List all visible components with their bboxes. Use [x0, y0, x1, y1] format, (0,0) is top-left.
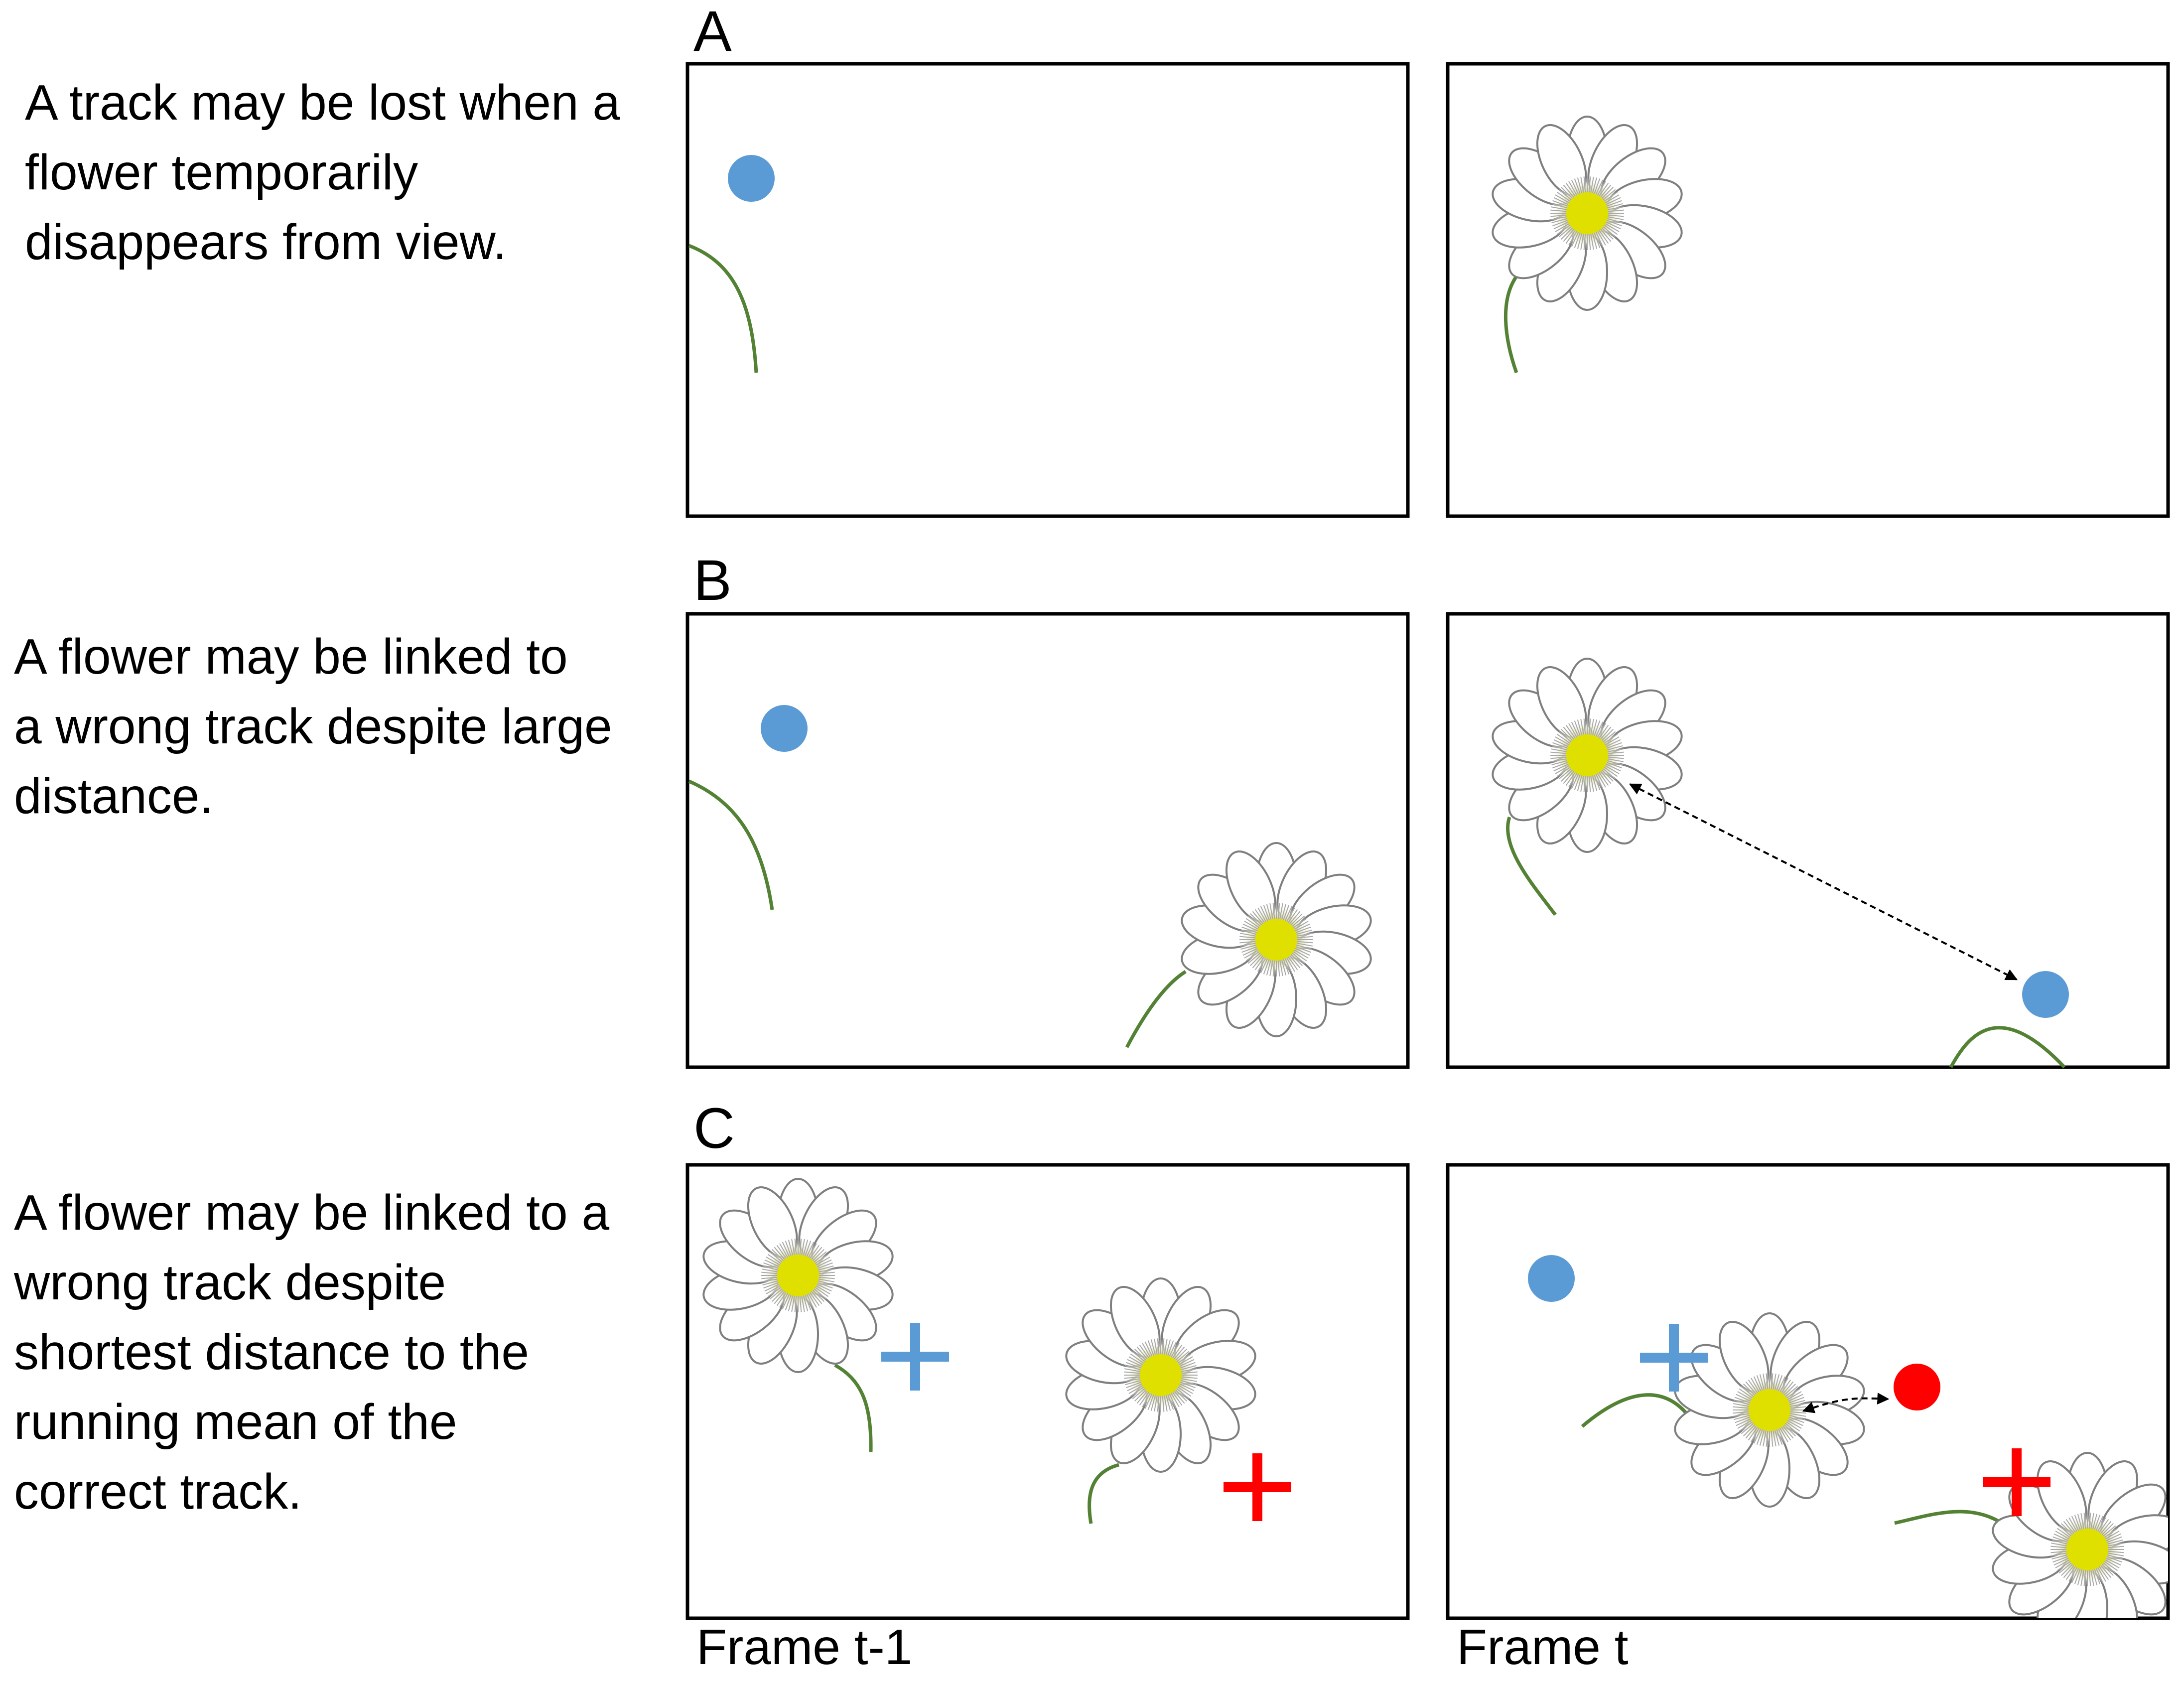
- row-c-desc-line1: A flower may be linked to a: [14, 1185, 609, 1241]
- stem: [1125, 970, 1187, 1048]
- frame-b-t-minus-1: [685, 612, 1410, 1069]
- track-marker-dot-blue: [2022, 971, 2069, 1018]
- frame-a-t: [1446, 62, 2170, 518]
- running-mean-cross-red: [1224, 1453, 1291, 1521]
- frame-b-t: [1446, 612, 2170, 1069]
- frame-a-t-minus-1: [685, 62, 1410, 518]
- track-marker-dot-blue: [728, 155, 775, 202]
- row-b-labels: B A flower may be linked to a wrong trac…: [14, 549, 732, 824]
- row-a-desc-line1: A track may be lost when a: [25, 75, 620, 131]
- stem: [1503, 274, 1519, 374]
- row-c-desc-line3: shortest distance to the: [14, 1324, 529, 1380]
- flowers: [698, 116, 2168, 1618]
- stem: [834, 1363, 873, 1452]
- panel-letter-c: C: [693, 1097, 735, 1160]
- distance-arrows: [1629, 783, 2018, 1413]
- row-a-labels: A A track may be lost when a flower temp…: [25, 0, 732, 270]
- track-marker-dot-red: [1894, 1364, 1940, 1410]
- running-mean-crosses: [881, 1323, 2050, 1521]
- stems: [688, 244, 2066, 1530]
- stem: [1505, 816, 1557, 916]
- panel-letter-a: A: [693, 0, 732, 63]
- stem: [1894, 1510, 2011, 1530]
- frame-c-t: [1446, 1163, 2170, 1620]
- row-c-desc-line4: running mean of the: [14, 1394, 457, 1450]
- flower: [1176, 842, 1376, 1037]
- stem: [1949, 1026, 2066, 1069]
- distance-arrow: [1802, 1393, 1890, 1413]
- running-mean-cross-blue: [881, 1323, 949, 1391]
- running-mean-cross-red: [1983, 1448, 2050, 1516]
- row-b-desc-line1: A flower may be linked to: [14, 629, 568, 685]
- frame-label-t-minus-1: Frame t-1: [696, 1619, 912, 1675]
- flower: [698, 1178, 898, 1373]
- flower: [1487, 658, 1687, 853]
- track-marker-dot-blue: [1528, 1255, 1575, 1302]
- frame-label-t: Frame t: [1457, 1619, 1629, 1675]
- stem: [1088, 1463, 1119, 1524]
- row-c-desc-line2: wrong track despite: [13, 1255, 446, 1310]
- flower: [1669, 1312, 1870, 1508]
- frame-c-t-minus-1: [685, 1163, 1410, 1620]
- frames: [685, 62, 2170, 1620]
- stem: [688, 244, 758, 373]
- running-mean-cross-blue: [1640, 1324, 1708, 1392]
- panel-letter-b: B: [693, 549, 732, 612]
- flower: [1061, 1277, 1261, 1473]
- row-c-labels: C A flower may be linked to a wrong trac…: [13, 1097, 735, 1520]
- row-a-desc-line2: flower temporarily: [25, 144, 418, 200]
- stem: [1581, 1393, 1689, 1428]
- distance-arrow: [1629, 783, 2018, 981]
- flower: [1487, 116, 1687, 311]
- track-markers: [728, 155, 2069, 1410]
- row-b-desc-line2: a wrong track despite large: [14, 699, 612, 754]
- row-b-desc-line3: distance.: [14, 768, 213, 824]
- track-marker-dot-blue: [761, 705, 808, 752]
- row-c-desc-line5: correct track.: [14, 1464, 302, 1520]
- row-a-desc-line3: disappears from view.: [25, 214, 507, 270]
- stem: [688, 779, 774, 910]
